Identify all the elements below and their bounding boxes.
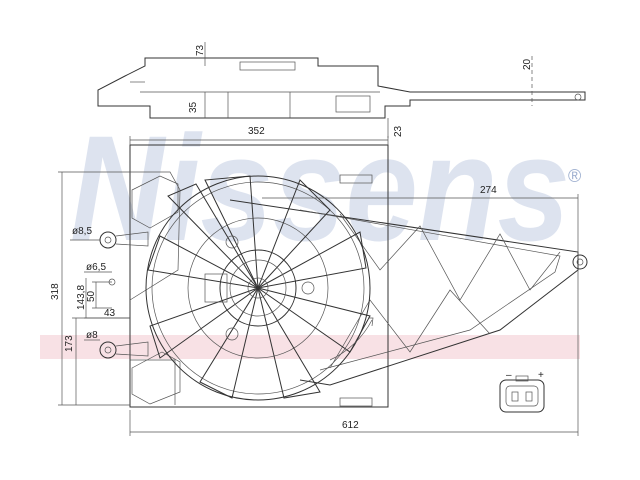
dim-conn-height-a: 143,8 — [76, 285, 87, 310]
dim-hole-small: ø8 — [86, 330, 98, 341]
watermark-pink-band — [40, 335, 580, 359]
fan-shroud — [129, 144, 389, 408]
dim-overall-width: 612 — [342, 420, 359, 431]
dim-shroud-width: 352 — [248, 126, 265, 137]
dim-hole-large: ø8,5 — [72, 226, 92, 237]
connector-minus-label: – — [506, 370, 512, 381]
dim-overall-height: 318 — [50, 283, 61, 300]
fan-motor — [219, 249, 297, 327]
front-view-dimensions: 352 274 612 318 173 ø8,5 ø6,5 ø8 143,8 5… — [50, 126, 579, 436]
mount-hole-lower — [99, 341, 117, 359]
dim-lower-height: 173 — [64, 335, 75, 352]
watermark-logo: Nissens — [70, 104, 570, 272]
watermark: Nissens ® — [40, 104, 581, 359]
dim-arm-length: 274 — [480, 185, 497, 196]
dim-shroud-step: 23 — [393, 125, 404, 137]
dim-hole-mid: ø6,5 — [86, 262, 106, 273]
top-view-dimensions: 73 35 20 23 — [188, 42, 533, 138]
dim-side-offset: 20 — [522, 58, 533, 70]
top-view — [97, 57, 586, 119]
dim-conn-height-b: 50 — [86, 290, 97, 302]
connector-plus-label: + — [538, 370, 544, 381]
front-view — [99, 144, 588, 408]
fan-blades — [147, 175, 371, 399]
dim-top-depth: 73 — [195, 44, 206, 56]
two-pin-connector-icon: – + — [499, 370, 545, 413]
registered-mark-icon: ® — [568, 166, 581, 186]
dim-conn-offset: 43 — [104, 308, 116, 319]
fan-ring — [145, 175, 371, 401]
dim-top-height: 35 — [188, 101, 199, 113]
arm-mount-hole — [572, 254, 588, 270]
